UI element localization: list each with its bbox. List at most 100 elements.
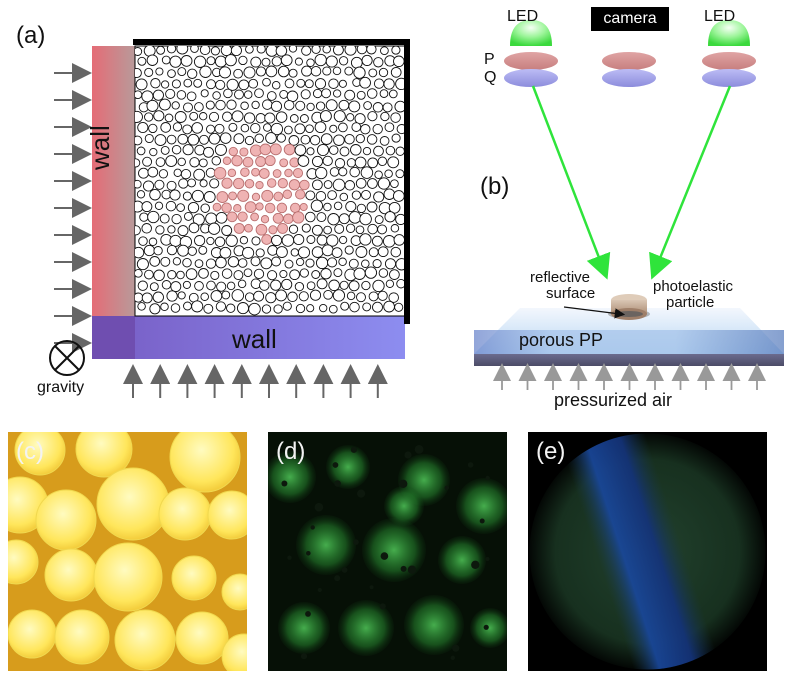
grain	[288, 135, 300, 146]
highlighted-grain	[221, 202, 232, 213]
highlighted-grain	[283, 143, 296, 156]
stress-glow	[338, 600, 394, 656]
grain	[193, 78, 203, 88]
grain	[390, 112, 401, 123]
grain	[263, 123, 272, 132]
polarizer-q-label: Q	[484, 69, 497, 86]
grain	[173, 168, 182, 177]
grain	[256, 46, 266, 54]
grain	[174, 111, 187, 123]
grain	[199, 65, 212, 78]
grain	[360, 166, 374, 179]
photoelastic-label-line2: particle	[666, 294, 715, 311]
led-right-label: LED	[704, 8, 736, 25]
grain	[194, 235, 206, 247]
grain	[339, 280, 349, 290]
grain	[218, 66, 232, 79]
highlighted-grain	[277, 222, 289, 234]
yellow-particle	[8, 609, 57, 659]
grain	[199, 134, 209, 145]
bottom-wall-label: wall	[232, 324, 277, 354]
grain	[359, 233, 372, 246]
grain	[294, 57, 303, 66]
yellow-particle	[221, 573, 247, 611]
grain	[169, 234, 182, 247]
beam-left	[531, 85, 611, 280]
highlighted-grain	[288, 179, 301, 191]
grain	[321, 244, 334, 257]
yellow-particle	[54, 609, 110, 665]
highlighted-grain	[228, 191, 238, 201]
grain	[373, 78, 385, 89]
grain	[214, 236, 226, 248]
grain	[393, 55, 405, 68]
grain	[314, 53, 327, 67]
grain	[388, 89, 398, 99]
grain	[394, 100, 405, 113]
grain	[187, 133, 200, 146]
grain	[338, 213, 350, 225]
air-arrows	[493, 363, 766, 390]
highlighted-grain	[261, 234, 272, 245]
polarizer-p-right	[702, 52, 756, 70]
grain	[255, 66, 267, 77]
grain	[362, 302, 372, 312]
grain	[396, 124, 405, 135]
grain	[273, 304, 283, 314]
grain	[137, 302, 146, 311]
yellow-particle	[158, 487, 212, 541]
grain	[338, 235, 348, 245]
highlighted-grain	[295, 189, 306, 200]
grain	[242, 246, 255, 259]
stress-glow	[326, 445, 370, 489]
grain	[166, 180, 177, 191]
grain	[236, 302, 250, 315]
grain	[367, 111, 378, 122]
grain	[306, 147, 315, 156]
grain	[176, 270, 185, 280]
grain	[155, 225, 165, 235]
contact-point	[479, 518, 485, 524]
grain	[149, 188, 161, 201]
grain	[392, 190, 405, 202]
grain	[316, 234, 328, 246]
grain	[194, 281, 204, 291]
stress-glow	[456, 478, 507, 534]
grain	[154, 179, 165, 190]
grain	[136, 190, 146, 199]
grain	[215, 99, 226, 111]
grain	[395, 258, 405, 271]
grain	[262, 99, 273, 110]
grain	[206, 124, 216, 134]
grain	[295, 257, 305, 267]
grain	[310, 65, 322, 77]
grain	[359, 76, 371, 89]
grain	[372, 279, 385, 293]
grain	[332, 289, 346, 302]
panel-label-e: (e)	[536, 438, 566, 465]
top-right-boundary	[133, 39, 410, 324]
grain	[227, 256, 240, 268]
grain	[226, 99, 237, 110]
grain	[200, 89, 209, 98]
grain	[380, 111, 390, 122]
grain	[205, 258, 217, 269]
grain	[187, 68, 198, 79]
grain	[250, 122, 261, 134]
grain	[208, 111, 220, 122]
grain	[305, 211, 316, 223]
yellow-particle	[14, 432, 66, 476]
grain	[384, 169, 393, 178]
grain	[255, 248, 265, 258]
grain	[395, 213, 405, 225]
grain	[180, 168, 192, 180]
grain	[390, 224, 400, 233]
grain	[243, 66, 256, 79]
yellow-particle	[171, 555, 217, 601]
grain	[166, 134, 177, 145]
grain	[198, 158, 208, 168]
grain	[355, 246, 368, 258]
contact-point	[334, 575, 341, 582]
grain	[355, 133, 365, 144]
grain	[338, 99, 350, 111]
